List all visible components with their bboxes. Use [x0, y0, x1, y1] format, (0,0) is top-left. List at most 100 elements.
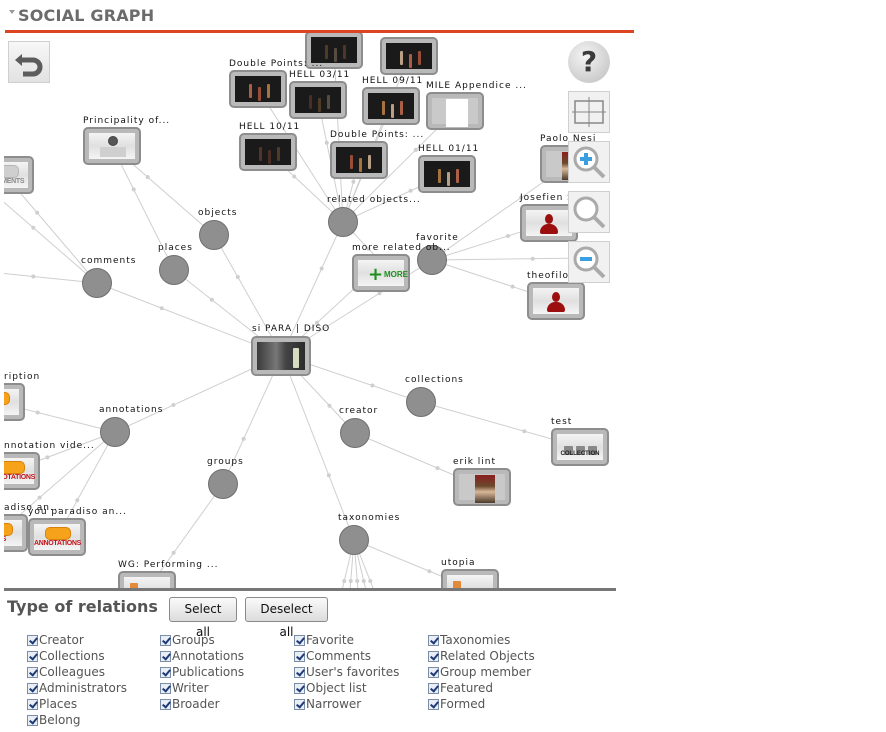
relation-checkbox-item[interactable]: Object list	[294, 680, 399, 696]
relation-checkbox-item[interactable]: Places	[27, 696, 127, 712]
object-card-collection[interactable]: COLLECTION	[551, 428, 609, 466]
relation-node[interactable]	[199, 220, 229, 250]
checkbox-label: Publications	[172, 665, 245, 679]
relation-node[interactable]	[82, 268, 112, 298]
object-card-label: Josefien S...	[520, 193, 586, 203]
object-card-user[interactable]	[527, 282, 585, 320]
edge-arrow-icon	[31, 225, 36, 230]
relation-checkbox-item[interactable]: Taxonomies	[428, 632, 535, 648]
undo-icon	[15, 54, 43, 77]
relation-node[interactable]	[340, 418, 370, 448]
center-object-label: si PARA | DISO	[252, 324, 331, 334]
relation-checkbox-item[interactable]: Annotations	[160, 648, 244, 664]
relation-checkbox-item[interactable]: Related Objects	[428, 648, 535, 664]
relation-checkbox-item[interactable]: Administrators	[27, 680, 127, 696]
checkbox[interactable]	[294, 650, 305, 662]
object-card-video[interactable]	[362, 87, 420, 125]
zoom-reset-button[interactable]	[568, 191, 610, 233]
object-card-video[interactable]	[418, 155, 476, 193]
relation-checkbox-item[interactable]: Comments	[294, 648, 399, 664]
checkbox[interactable]	[428, 682, 439, 694]
relation-checkbox-item[interactable]: User's favorites	[294, 664, 399, 680]
relation-checkbox-item[interactable]: Colleagues	[27, 664, 127, 680]
object-card-user-photo[interactable]	[453, 468, 511, 506]
relation-node[interactable]	[100, 417, 130, 447]
checkbox[interactable]	[27, 682, 38, 694]
relation-node[interactable]	[159, 255, 189, 285]
object-card-annotation[interactable]: ANNOTATIONS	[28, 518, 86, 556]
checkbox[interactable]	[27, 666, 38, 678]
checkbox[interactable]	[160, 682, 171, 694]
object-card-comment[interactable]: COMMENTS	[4, 156, 34, 194]
object-card-annotation[interactable]: ANNOTATIONS	[4, 452, 40, 490]
relation-node[interactable]	[339, 525, 369, 555]
zoom-out-button[interactable]	[568, 241, 610, 283]
checkbox-label: Formed	[440, 697, 486, 711]
checkbox[interactable]	[160, 634, 171, 646]
object-card-taxonomy[interactable]	[441, 569, 499, 588]
object-card-annotation[interactable]: ONS	[4, 514, 28, 552]
checkbox[interactable]	[294, 682, 305, 694]
checkbox[interactable]	[428, 698, 439, 710]
checkbox[interactable]	[294, 634, 305, 646]
relation-node[interactable]	[208, 469, 238, 499]
checkbox[interactable]	[160, 650, 171, 662]
object-card-video[interactable]	[229, 70, 287, 108]
object-card-annotation[interactable]: ONS	[4, 383, 25, 421]
edge-arrow-icon	[324, 140, 329, 145]
edge-arrow-icon	[241, 436, 246, 441]
object-card-document[interactable]	[426, 92, 484, 130]
relation-node[interactable]	[417, 245, 447, 275]
relation-checkbox-item[interactable]: Narrower	[294, 696, 399, 712]
relation-checkbox-item[interactable]: Group member	[428, 664, 535, 680]
select-all-button[interactable]: Select all	[169, 597, 237, 639]
card-thumbnail	[311, 37, 357, 63]
checkbox-label: Object list	[306, 681, 367, 695]
checkbox[interactable]	[294, 698, 305, 710]
relation-checkbox-item[interactable]: Publications	[160, 664, 244, 680]
relation-checkbox-item[interactable]: Creator	[27, 632, 127, 648]
edge-arrow-icon	[370, 383, 375, 388]
zoom-in-button[interactable]	[568, 141, 610, 183]
relation-checkbox-item[interactable]: Belong	[27, 712, 127, 728]
checkbox[interactable]	[294, 666, 305, 678]
deselect-all-button[interactable]: Deselect all	[245, 597, 328, 639]
object-card-video[interactable]	[239, 133, 297, 171]
relation-checkbox-item[interactable]: Writer	[160, 680, 244, 696]
object-card-more[interactable]: +MORE	[352, 254, 410, 292]
relation-checkbox-item[interactable]: Broader	[160, 696, 244, 712]
checkbox[interactable]	[27, 650, 38, 662]
object-card-video[interactable]	[380, 37, 438, 75]
relation-checkbox-item[interactable]: Formed	[428, 696, 535, 712]
object-card-video[interactable]	[330, 141, 388, 179]
checkbox[interactable]	[27, 698, 38, 710]
object-card-group[interactable]	[118, 571, 176, 588]
performer-figure	[359, 158, 362, 172]
checkbox[interactable]	[27, 634, 38, 646]
checkbox[interactable]	[27, 714, 38, 726]
object-card-video[interactable]	[289, 81, 347, 119]
fit-view-button[interactable]	[568, 91, 610, 133]
relation-checkbox-item[interactable]: Favorite	[294, 632, 399, 648]
object-card-place[interactable]	[83, 127, 141, 165]
card-badge: COLLECTION	[560, 451, 600, 457]
checkbox[interactable]	[428, 650, 439, 662]
card-thumbnail: ANNOTATIONS	[34, 524, 81, 550]
performer-figure	[409, 54, 412, 68]
relation-checkbox-item[interactable]: Groups	[160, 632, 244, 648]
relation-node[interactable]	[328, 207, 358, 237]
object-card-video[interactable]	[305, 33, 363, 69]
relation-node[interactable]	[406, 387, 436, 417]
relation-checkbox-item[interactable]: Featured	[428, 680, 535, 696]
relation-checkbox-item[interactable]: Collections	[27, 648, 127, 664]
help-button[interactable]: ?	[568, 41, 610, 83]
back-button[interactable]	[8, 41, 50, 83]
checkbox[interactable]	[160, 666, 171, 678]
checkbox[interactable]	[428, 634, 439, 646]
collapse-triangle-icon[interactable]	[9, 10, 15, 14]
checkbox[interactable]	[160, 698, 171, 710]
card-badge: ONS	[4, 405, 19, 412]
center-object-card[interactable]	[251, 336, 311, 376]
checkbox[interactable]	[428, 666, 439, 678]
